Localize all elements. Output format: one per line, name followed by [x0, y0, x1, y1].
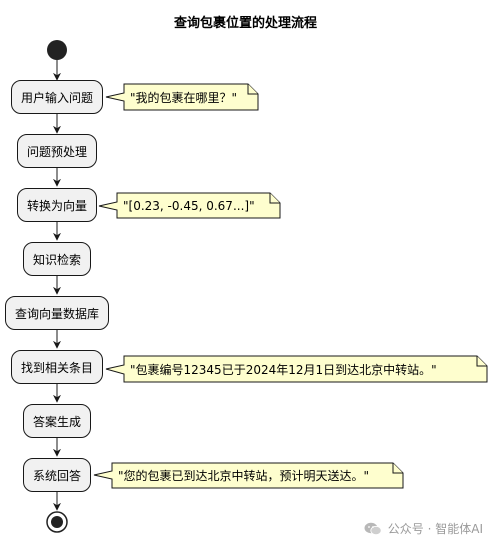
step-system-answer: 系统回答: [23, 458, 91, 492]
note-fold-4: [392, 463, 403, 474]
watermark-text: 公众号 · 智能体AI: [387, 522, 483, 536]
note-fold-1: [247, 84, 258, 95]
step-knowledge-retrieval: 知识检索: [23, 242, 91, 276]
step-answer-generation: 答案生成: [23, 404, 91, 438]
note-user-question: "我的包裹在哪里？": [130, 90, 238, 105]
step-user-input: 用户输入问题: [11, 80, 103, 114]
note-shapes: [93, 83, 488, 489]
step-query-vector-db: 查询向量数据库: [5, 296, 109, 330]
note-retrieved-entry: "包裹编号12345已于2024年12月1日到达北京中转站。": [130, 362, 437, 377]
note-vector: "[0.23, -0.45, 0.67...]": [123, 198, 255, 213]
start-node: [47, 40, 67, 60]
step-find-entries: 找到相关条目: [11, 350, 103, 384]
wechat-icon: [364, 522, 382, 535]
watermark: 公众号 · 智能体AI: [364, 520, 483, 537]
note-fold-2: [269, 193, 280, 204]
step-vectorize: 转换为向量: [17, 188, 97, 222]
end-node-dot: [51, 516, 63, 528]
note-final-answer: "您的包裹已到达北京中转站，预计明天送达。": [118, 469, 370, 483]
note-fold-3: [476, 356, 487, 367]
note-shape-2: [98, 192, 281, 219]
step-preprocess: 问题预处理: [17, 134, 97, 168]
diagram-title: 查询包裹位置的处理流程: [173, 16, 317, 31]
